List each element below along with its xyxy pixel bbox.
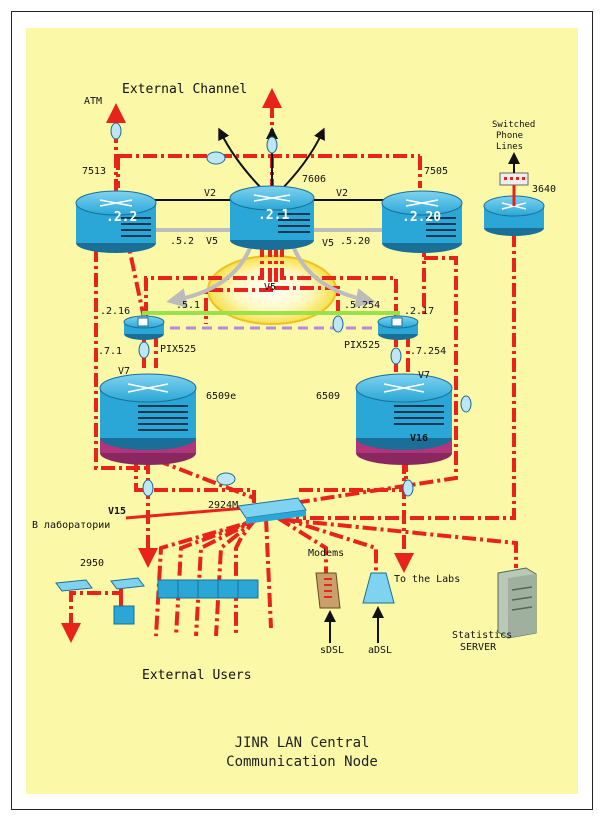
diagram-title-line1: JINR LAN Central xyxy=(234,735,370,751)
adsl-modem-icon xyxy=(362,572,395,643)
addr-5-20-label: .5.20 xyxy=(340,236,371,247)
sdsl-label: sDSL xyxy=(320,645,345,656)
switch-2950-icon[interactable] xyxy=(55,577,145,625)
server-label: SERVER xyxy=(460,642,497,653)
router-7606-label: 7606 xyxy=(302,174,327,185)
router-7505-label: 7505 xyxy=(424,166,449,177)
pix525-right-label: PIX525 xyxy=(344,340,381,351)
link-connectors xyxy=(110,122,472,497)
switched-phone-lines-label: Switched Phone Lines xyxy=(492,120,536,152)
diagram-title-line2: Communication Node xyxy=(226,754,378,770)
switch-2924m-icon[interactable] xyxy=(237,497,307,524)
v2-right-label: V2 xyxy=(336,188,349,199)
addr-2-17-label: .2.17 xyxy=(404,306,435,317)
statistics-server-icon[interactable] xyxy=(497,567,537,639)
network-diagram xyxy=(55,88,545,643)
addr-7-254-label: .7.254 xyxy=(410,346,447,357)
pix525-right-icon[interactable] xyxy=(377,315,419,340)
switch-6509e-label: 6509e xyxy=(206,391,237,402)
addr-5-1-label: .5.1 xyxy=(176,300,201,311)
switch-2924m-label: 2924M xyxy=(208,500,239,511)
red-links xyxy=(61,88,518,643)
pix525-left-icon[interactable] xyxy=(123,315,165,340)
adsl-label: aDSL xyxy=(368,645,393,656)
diagram-panel: External Channel ATM Switched Phone Line… xyxy=(26,28,578,794)
left-router-address: .2.2 xyxy=(106,210,138,225)
external-users-label: External Users xyxy=(142,668,252,683)
user-switches-icon xyxy=(157,579,259,599)
modems-label: Modems xyxy=(308,548,345,559)
addr-5-254-label: .5.254 xyxy=(344,300,381,311)
atm-label: ATM xyxy=(84,96,103,107)
center-router-address: .2.1 xyxy=(258,208,290,223)
v7-left-label: V7 xyxy=(118,366,131,377)
solid-links xyxy=(125,506,247,520)
to-the-labs-label: To the Labs xyxy=(394,574,461,585)
router-7513-label: 7513 xyxy=(82,166,107,177)
v5-center-label: V5 xyxy=(264,282,277,293)
pix525-left-label: PIX525 xyxy=(160,344,197,355)
v2-left-label: V2 xyxy=(204,188,217,199)
phone-lines-modem-icon xyxy=(499,152,529,206)
router-3640-label: 3640 xyxy=(532,184,557,195)
switch-6509-label: 6509 xyxy=(316,391,341,402)
v16-label: V16 xyxy=(410,433,429,444)
router-7505-icon[interactable] xyxy=(381,190,463,253)
router-7606-icon[interactable] xyxy=(229,185,315,250)
switch-6509e-icon[interactable] xyxy=(99,373,197,465)
sdsl-modem-icon xyxy=(315,572,341,643)
switch-6509-icon[interactable] xyxy=(355,373,453,465)
v15-label: V15 xyxy=(108,506,127,517)
statistics-label: Statistics xyxy=(452,630,513,641)
right-router-address: .2.20 xyxy=(402,210,442,225)
addr-2-16-label: .2.16 xyxy=(100,306,131,317)
switch-2950-label: 2950 xyxy=(80,558,105,569)
labs-ru-label: В лаборатории xyxy=(32,520,111,531)
addr-7-1-label: .7.1 xyxy=(98,346,123,357)
addr-5-2-label: .5.2 xyxy=(170,236,195,247)
v7-right-label: V7 xyxy=(418,370,431,381)
v5-left-label: V5 xyxy=(206,236,219,247)
v5-right-label: V5 xyxy=(322,238,335,249)
router-7513-icon[interactable] xyxy=(75,190,157,253)
external-channel-label: External Channel xyxy=(122,82,248,97)
